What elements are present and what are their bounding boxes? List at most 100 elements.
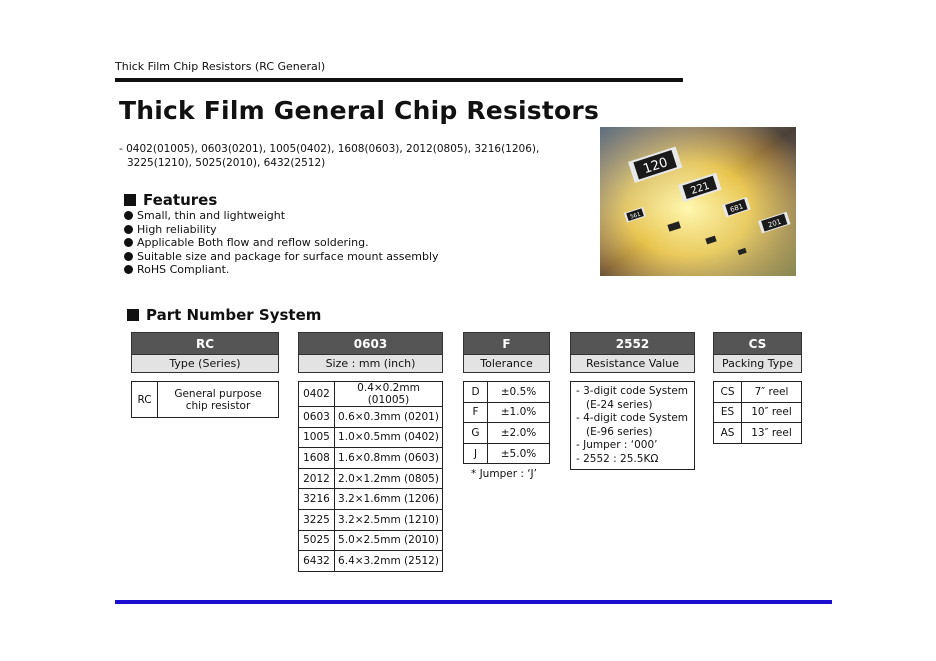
small-chip bbox=[705, 235, 717, 245]
size-code: 0603 bbox=[298, 332, 443, 355]
type-table: RC General purpose chip resistor bbox=[131, 381, 279, 418]
packing-value: 13″ reel bbox=[741, 422, 802, 444]
small-chip bbox=[737, 247, 747, 256]
size-list-line-2: 3225(1210), 5025(2010), 6432(2512) bbox=[127, 157, 326, 169]
table-row: D±0.5% bbox=[463, 381, 550, 403]
chip-label: 681 bbox=[729, 202, 744, 214]
footer-rule bbox=[115, 600, 832, 604]
feature-text: RoHS Compliant. bbox=[137, 263, 230, 276]
resistance-line: (E-96 series) bbox=[586, 425, 653, 438]
size-key: 1005 bbox=[298, 426, 335, 449]
chip-label: 201 bbox=[767, 218, 782, 230]
feature-text: High reliability bbox=[137, 222, 217, 236]
header-rule bbox=[115, 78, 683, 82]
size-value: 6.4×3.2mm (2512) bbox=[334, 550, 443, 572]
resistance-box: - 3-digit code System (E-24 series) - 4-… bbox=[570, 381, 695, 470]
size-key: 6432 bbox=[298, 550, 335, 572]
feature-text: Small, thin and lightweight bbox=[137, 209, 286, 222]
resistance-code: 2552 bbox=[570, 332, 695, 355]
tolerance-subtitle: Tolerance bbox=[463, 355, 550, 373]
bullet-icon bbox=[124, 265, 133, 275]
tolerance-code: F bbox=[463, 332, 550, 355]
chip-label: 120 bbox=[642, 155, 670, 177]
type-subtitle: Type (Series) bbox=[131, 355, 279, 373]
small-chip bbox=[667, 221, 681, 232]
feature-item: High reliability bbox=[124, 223, 439, 237]
chip-label: 561 bbox=[630, 212, 642, 221]
resistor-chips-image: 120 221 681 201 561 bbox=[600, 127, 796, 276]
page-title: Thick Film General Chip Resistors bbox=[119, 96, 600, 125]
packing-value: 10″ reel bbox=[741, 401, 802, 424]
size-key: 0603 bbox=[298, 406, 335, 428]
size-list-line-1: - 0402(01005), 0603(0201), 1005(0402), 1… bbox=[119, 143, 540, 155]
table-row: F±1.0% bbox=[463, 401, 550, 424]
bullet-icon bbox=[124, 211, 133, 221]
tolerance-key: J bbox=[463, 442, 488, 465]
resistor-chip-561: 561 bbox=[624, 206, 647, 223]
resistance-line: - 4-digit code System bbox=[576, 412, 689, 424]
table-row: J±5.0% bbox=[463, 442, 550, 465]
bullet-icon bbox=[124, 251, 133, 261]
packing-key: ES bbox=[713, 401, 742, 424]
features-heading-text: Features bbox=[143, 191, 218, 209]
resistor-chip-221: 221 bbox=[678, 172, 722, 203]
feature-item: Suitable size and package for surface mo… bbox=[124, 250, 439, 264]
feature-text: Applicable Both flow and reflow solderin… bbox=[137, 236, 369, 249]
packing-key: AS bbox=[713, 422, 742, 444]
features-list: Small, thin and lightweight High reliabi… bbox=[124, 209, 439, 277]
resistance-line: - Jumper : ‘000’ bbox=[576, 439, 658, 451]
feature-item: Small, thin and lightweight bbox=[124, 209, 439, 223]
size-key: 2012 bbox=[298, 467, 335, 490]
size-value: 2.0×1.2mm (0805) bbox=[334, 467, 443, 490]
square-bullet-icon bbox=[124, 194, 136, 206]
tolerance-value: ±0.5% bbox=[487, 381, 550, 403]
type-column: RC Type (Series) RC General purpose chip… bbox=[131, 332, 279, 418]
resistance-subtitle: Resistance Value bbox=[570, 355, 695, 373]
feature-item: Applicable Both flow and reflow solderin… bbox=[124, 236, 439, 250]
size-key: 3225 bbox=[298, 508, 335, 531]
resistance-line: - 3-digit code System bbox=[576, 385, 689, 397]
bullet-icon bbox=[124, 224, 133, 234]
product-photo: 120 221 681 201 561 bbox=[600, 127, 796, 276]
resistor-chip-201: 201 bbox=[758, 211, 791, 234]
size-value: 5.0×2.5mm (2010) bbox=[334, 529, 443, 552]
size-key: 5025 bbox=[298, 529, 335, 552]
type-key: RC bbox=[131, 381, 158, 418]
size-subtitle: Size : mm (inch) bbox=[298, 355, 443, 373]
size-value: 3.2×1.6mm (1206) bbox=[334, 488, 443, 510]
packing-code: CS bbox=[713, 332, 802, 355]
tolerance-column: F Tolerance D±0.5% F±1.0% G±2.0% J±5.0% … bbox=[463, 332, 550, 480]
packing-key: CS bbox=[713, 381, 742, 403]
tolerance-value: ±5.0% bbox=[487, 442, 550, 465]
tolerance-value: ±2.0% bbox=[487, 422, 550, 444]
tolerance-key: D bbox=[463, 381, 488, 403]
packing-subtitle: Packing Type bbox=[713, 355, 802, 373]
size-key: 1608 bbox=[298, 447, 335, 469]
resistance-line: (E-24 series) bbox=[586, 398, 653, 411]
size-value: 1.6×0.8mm (0603) bbox=[334, 447, 443, 469]
bullet-icon bbox=[124, 238, 133, 248]
tolerance-key: G bbox=[463, 422, 488, 444]
size-value: 3.2×2.5mm (1210) bbox=[334, 508, 443, 531]
square-bullet-icon bbox=[127, 309, 139, 321]
features-heading: Features bbox=[124, 191, 217, 209]
resistance-line: - 2552 : 25.5KΩ bbox=[576, 452, 659, 465]
resistance-column: 2552 Resistance Value - 3-digit code Sys… bbox=[570, 332, 695, 470]
tolerance-key: F bbox=[463, 401, 488, 424]
table-row: G±2.0% bbox=[463, 422, 550, 444]
header-label: Thick Film Chip Resistors (RC General) bbox=[115, 60, 326, 73]
size-key: 3216 bbox=[298, 488, 335, 510]
